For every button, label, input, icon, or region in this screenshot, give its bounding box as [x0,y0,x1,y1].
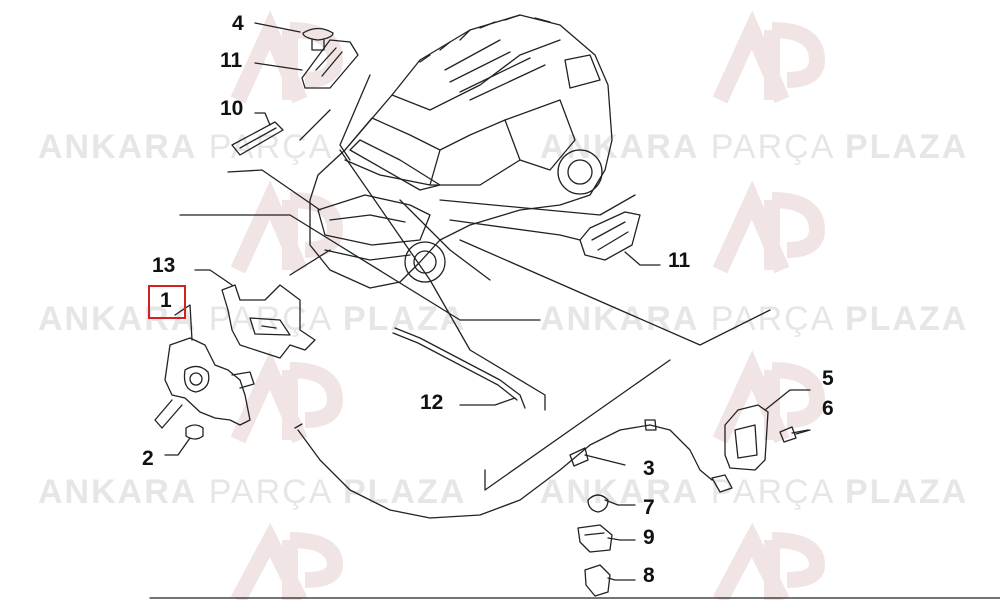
part-7-clip [587,494,609,513]
logo-watermark-4 [712,180,826,274]
callout-13: 13 [152,254,176,277]
callout-3: 3 [643,457,655,480]
logo-watermarks [230,10,826,600]
part-3-cable [294,419,733,519]
logo-watermark-6 [712,350,826,444]
part-8-clip [584,564,611,597]
part-1-hood-lock [154,337,255,429]
part-4-clip [302,27,334,51]
callout-5: 5 [822,367,834,390]
callout-12: 12 [420,391,444,414]
leader-lines [164,22,811,581]
vehicle-illustration [309,14,613,289]
callout-6: 6 [822,397,834,420]
logo-watermark-3 [230,180,344,274]
highlight-box [148,285,186,319]
callout-2: 2 [142,447,154,470]
part-5-release-handle [724,404,769,471]
callout-9: 9 [643,526,655,549]
part-6-screw [779,426,809,443]
logo-watermark-7 [230,522,344,600]
callout-1: 1 [160,289,172,312]
part-11-right-bracket [579,211,641,261]
callout-10: 10 [220,97,244,120]
part-13-bracket [221,284,316,359]
part-12-rod [392,327,526,409]
logo-watermark-8 [712,522,826,600]
part-9-clip [577,524,613,553]
callout-8: 8 [643,564,655,587]
callout-11-right: 11 [668,249,691,272]
part-11-top-bracket [301,39,359,89]
logo-watermark-5 [230,350,344,444]
callout-11-top: 11 [220,49,243,72]
part-2-nut [185,424,204,440]
logo-watermark-2 [712,10,826,104]
callout-4: 4 [232,12,244,35]
part-10-strip [231,121,284,156]
callout-7: 7 [643,496,655,519]
